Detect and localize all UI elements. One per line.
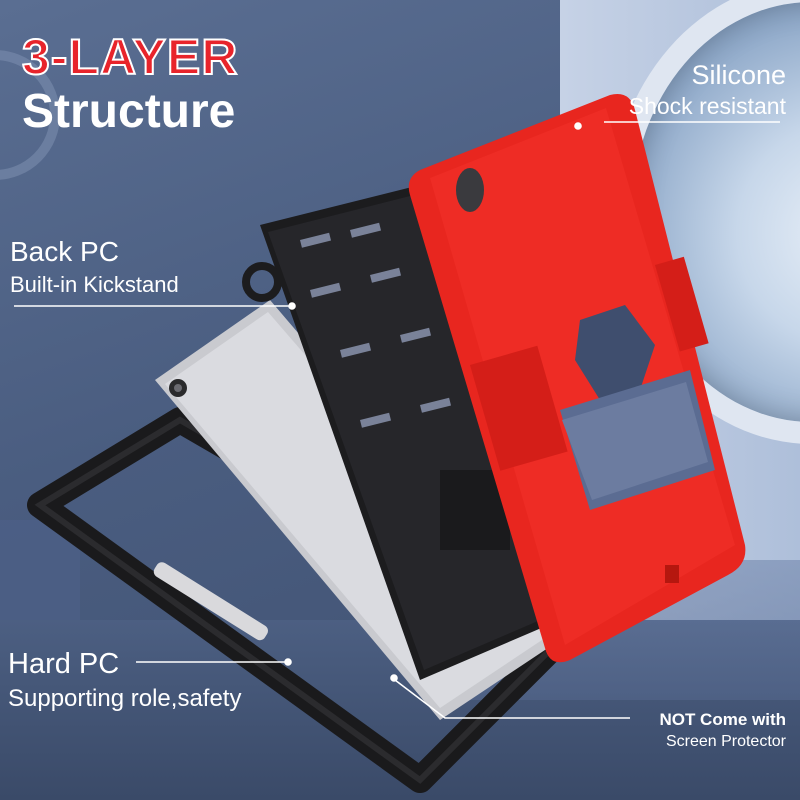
callout-hard-pc-title: Hard PC: [8, 648, 120, 680]
callout-silicone: Silicone Shock resistant: [629, 60, 786, 120]
callout-hard-pc: Hard PC Supporting role,safety: [8, 648, 241, 713]
headline-structure: Structure: [22, 85, 236, 138]
callout-screen-protector: NOT Come with Screen Protector: [659, 710, 786, 751]
callout-back-pc-title: Back PC: [10, 236, 119, 267]
headline-layer-count: 3-LAYER: [21, 28, 239, 86]
callout-back-pc-subtitle: Built-in Kickstand: [10, 272, 179, 297]
callout-hard-pc-subtitle: Supporting role,safety: [8, 685, 242, 712]
callout-screen-subtitle: Screen Protector: [665, 733, 786, 750]
silicone-layer: [408, 94, 746, 663]
callout-silicone-subtitle: Shock resistant: [628, 93, 786, 119]
callout-back-pc: Back PC Built-in Kickstand: [10, 236, 179, 298]
leader-lines: [14, 121, 780, 719]
callout-screen-title: NOT Come with: [659, 710, 786, 729]
back-pc-shell: [242, 185, 560, 680]
callout-silicone-title: Silicone: [691, 60, 786, 90]
